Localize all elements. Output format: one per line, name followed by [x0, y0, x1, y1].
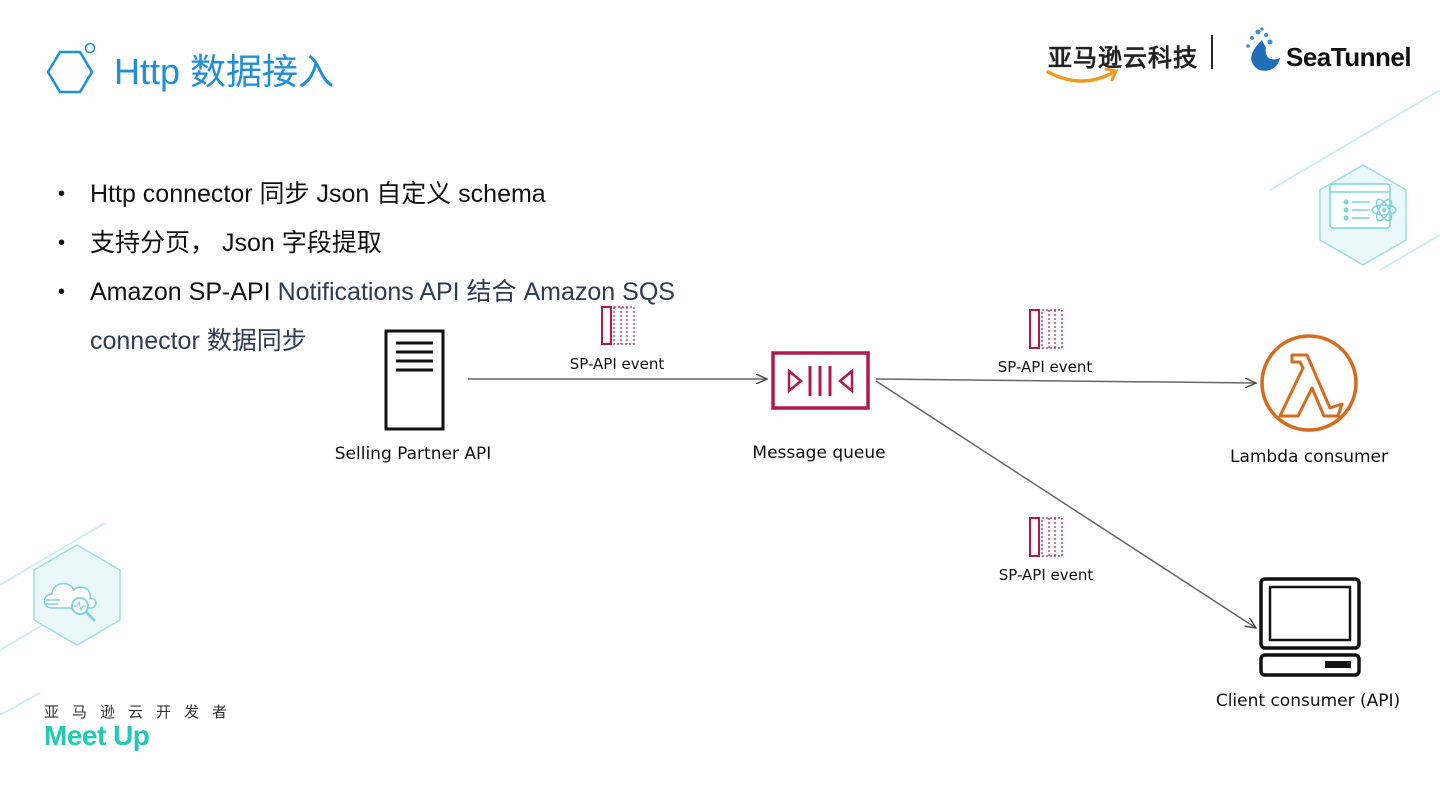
node-label-lambda: Lambda consumer — [1230, 447, 1388, 467]
footer-meetup-logo: Meet Up — [44, 720, 150, 751]
bullet-item: •Amazon SP-API Notifications API 结合 Amaz… — [58, 278, 675, 355]
logo-divider — [1211, 35, 1213, 69]
seatunnel-logo-text: SeaTunnel — [1286, 42, 1412, 72]
edge-queue-to-lambda — [875, 379, 1256, 383]
node-label-client: Client consumer (API) — [1216, 691, 1400, 711]
laptop-icon — [1259, 577, 1361, 677]
cloud-analytics-hex-icon — [43, 582, 97, 622]
edge-label-3: SP-API event — [999, 566, 1094, 584]
page-title: Http 数据接入 — [114, 51, 335, 92]
node-label-queue: Message queue — [752, 443, 885, 463]
bullet-text: 支持分页， Json 字段提取 — [90, 229, 382, 257]
edge-label-1: SP-API event — [570, 355, 665, 373]
amazon-smile-icon — [1046, 67, 1119, 83]
message-queue-icon — [771, 351, 870, 410]
bullet-text-highlight: Notifications API 结合 Amazon SQS connecto… — [90, 278, 675, 355]
bullet-text: Amazon SP-API — [90, 278, 278, 306]
bullet-list: •Http connector 同步 Json 自定义 schema •支持分页… — [58, 170, 758, 366]
react-hex-icon — [1329, 183, 1397, 229]
bullet-text: Http connector 同步 Json 自定义 schema — [90, 180, 546, 208]
server-icon — [384, 329, 445, 431]
node-label-source: Selling Partner API — [335, 444, 491, 464]
edge-queue-to-client — [875, 380, 1256, 628]
event-message-icon — [601, 306, 635, 345]
footer-community: 亚马逊云开发者 — [44, 704, 241, 721]
lambda-icon — [1260, 334, 1358, 432]
edge-label-2: SP-API event — [998, 358, 1093, 376]
aws-logo-text: 亚马逊云科技 — [1048, 45, 1198, 72]
seatunnel-drop-icon — [1246, 27, 1280, 71]
bullet-item: •支持分页， Json 字段提取 — [58, 229, 382, 257]
hexagon-icon — [46, 42, 96, 94]
bullet-item: •Http connector 同步 Json 自定义 schema — [58, 180, 546, 208]
event-message-icon — [1029, 517, 1063, 557]
event-message-icon — [1029, 309, 1063, 349]
